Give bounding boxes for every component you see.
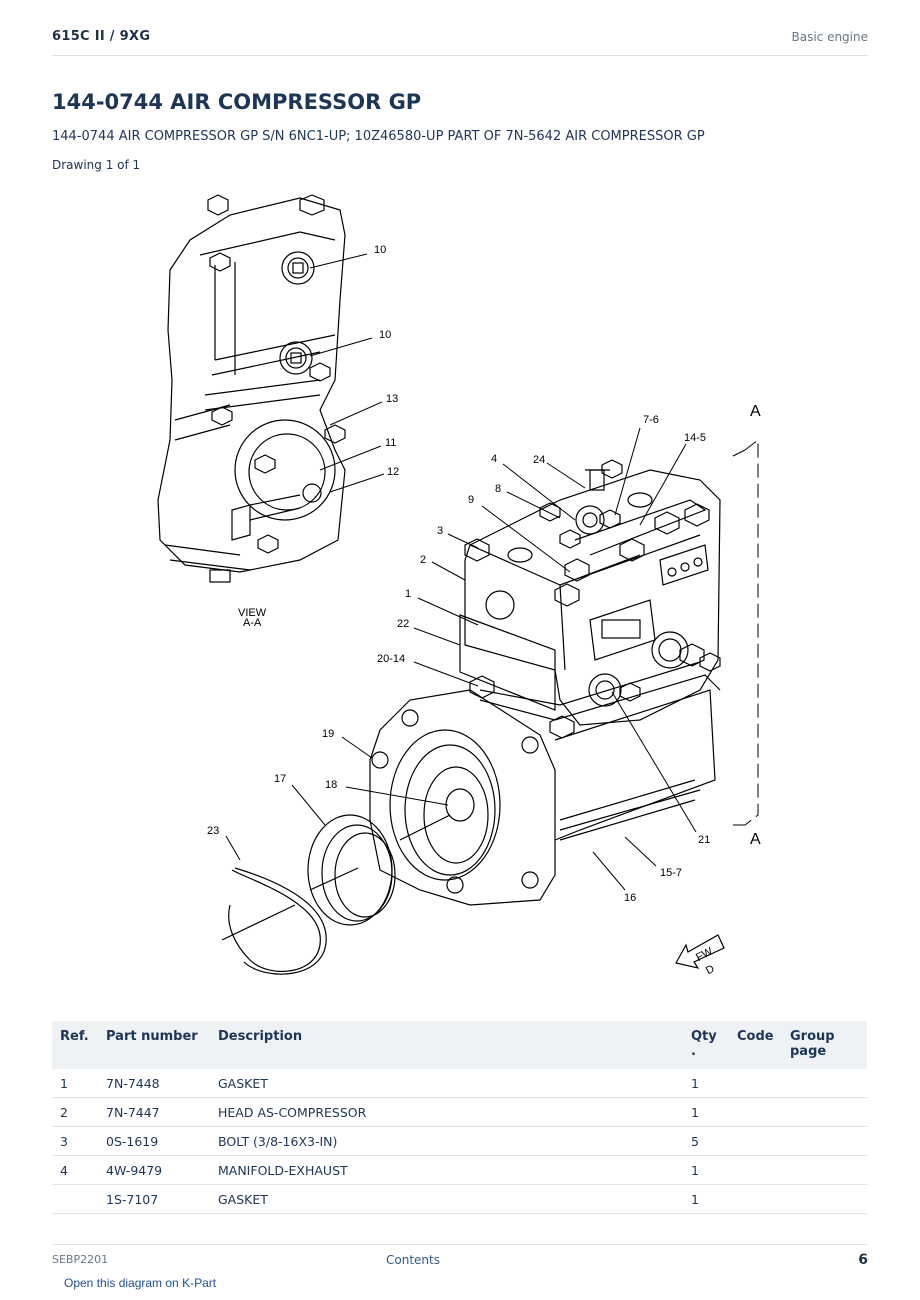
table-row: 3 0S-1619 BOLT (3/8-16X3-IN) 5 xyxy=(52,1126,867,1156)
column-header-code: Code xyxy=(729,1021,782,1069)
callout-label: 18 xyxy=(325,779,337,791)
callout-label: 2 xyxy=(420,554,426,566)
cell-group-page xyxy=(782,1126,867,1156)
cell-qty: 1 xyxy=(683,1097,729,1127)
section-mark-bottom: A xyxy=(750,831,761,848)
callout-label: 22 xyxy=(397,618,409,630)
forward-arrow-icon xyxy=(675,934,725,969)
cell-qty: 1 xyxy=(683,1069,729,1098)
table-row: 2 7N-7447 HEAD AS-COMPRESSOR 1 xyxy=(52,1097,867,1127)
column-header-qty: Qty . xyxy=(683,1021,729,1069)
cell-ref: 4 xyxy=(52,1155,98,1185)
cell-part-number: 7N-7447 xyxy=(98,1097,210,1127)
callout-label: 10 xyxy=(379,329,391,341)
callout-label: 23 xyxy=(207,825,219,837)
callout-label: 15-7 xyxy=(660,867,682,879)
column-header-part-number: Part number xyxy=(98,1021,210,1069)
cell-ref: 1 xyxy=(52,1069,98,1098)
footer-divider xyxy=(52,1244,868,1245)
page-subtitle: 144-0744 AIR COMPRESSOR GP S/N 6NC1-UP; … xyxy=(52,129,705,144)
footer-doc-id: SEBP2201 xyxy=(52,1253,109,1266)
drawing-label: Drawing 1 of 1 xyxy=(52,158,141,172)
table-header-row: Ref. Part number Description Qty . Code … xyxy=(52,1021,867,1069)
side-view-drawing xyxy=(157,194,346,583)
callout-label: 17 xyxy=(274,773,286,785)
column-header-ref: Ref. xyxy=(52,1021,98,1069)
arrow-label: D xyxy=(704,963,717,977)
header-section: Basic engine xyxy=(791,30,868,44)
callout-label: 3 xyxy=(437,525,443,537)
compressor-drawing xyxy=(221,459,721,975)
cell-part-number: 0S-1619 xyxy=(98,1126,210,1156)
column-header-group-page: Group page xyxy=(782,1021,867,1069)
cell-description: MANIFOLD-EXHAUST xyxy=(210,1155,683,1185)
parts-diagram: 10 10 13 11 12 7-6 14-5 24 4 8 9 3 2 1 2… xyxy=(157,194,761,977)
header-divider xyxy=(52,55,868,56)
parts-table: Ref. Part number Description Qty . Code … xyxy=(52,1021,867,1214)
cell-description: HEAD AS-COMPRESSOR xyxy=(210,1097,683,1127)
section-mark-top: A xyxy=(750,403,761,420)
table-row: 1S-7107 GASKET 1 xyxy=(52,1184,867,1214)
view-label: A-A xyxy=(243,617,262,629)
header-model: 615C II / 9XG xyxy=(52,29,151,44)
cell-group-page xyxy=(782,1155,867,1185)
cell-ref: 2 xyxy=(52,1097,98,1127)
cell-group-page xyxy=(782,1184,867,1214)
callout-label: 13 xyxy=(386,393,398,405)
open-in-kpart-link[interactable]: Open this diagram on K-Part xyxy=(64,1276,217,1290)
cell-part-number: 1S-7107 xyxy=(98,1184,210,1214)
cell-description: GASKET xyxy=(210,1069,683,1098)
callout-label: 19 xyxy=(322,728,334,740)
cell-code xyxy=(729,1069,782,1098)
callout-label: 16 xyxy=(624,892,636,904)
table-row: 4 4W-9479 MANIFOLD-EXHAUST 1 xyxy=(52,1155,867,1185)
callout-label: 9 xyxy=(468,494,474,506)
callout-label: 12 xyxy=(387,466,399,478)
cell-part-number: 4W-9479 xyxy=(98,1155,210,1185)
cell-code xyxy=(729,1155,782,1185)
callout-label: 1 xyxy=(405,588,411,600)
view-label: VIEW xyxy=(238,607,267,619)
leader-lines xyxy=(225,253,759,891)
cell-ref: 3 xyxy=(52,1126,98,1156)
page-title: 144-0744 AIR COMPRESSOR GP xyxy=(52,90,422,114)
cell-group-page xyxy=(782,1069,867,1098)
callout-label: 20-14 xyxy=(377,653,405,665)
cell-part-number: 7N-7448 xyxy=(98,1069,210,1098)
contents-link[interactable]: Contents xyxy=(386,1253,440,1267)
cell-code xyxy=(729,1184,782,1214)
arrow-label: FW xyxy=(694,945,715,964)
cell-qty: 1 xyxy=(683,1184,729,1214)
callout-label: 24 xyxy=(533,454,545,466)
callout-label: 4 xyxy=(491,453,497,465)
callout-label: 8 xyxy=(495,483,501,495)
cell-group-page xyxy=(782,1097,867,1127)
table-row: 1 7N-7448 GASKET 1 xyxy=(52,1069,867,1098)
column-header-description: Description xyxy=(210,1021,683,1069)
cell-description: GASKET xyxy=(210,1184,683,1214)
cell-qty: 5 xyxy=(683,1126,729,1156)
callout-label: 10 xyxy=(374,244,386,256)
callout-label: 14-5 xyxy=(684,432,706,444)
page-number: 6 xyxy=(858,1252,868,1268)
cell-qty: 1 xyxy=(683,1155,729,1185)
callout-label: 11 xyxy=(385,437,396,449)
callout-label: 21 xyxy=(698,834,710,846)
cell-description: BOLT (3/8-16X3-IN) xyxy=(210,1126,683,1156)
cell-ref xyxy=(52,1184,98,1214)
callout-label: 7-6 xyxy=(643,414,659,426)
cell-code xyxy=(729,1097,782,1127)
cell-code xyxy=(729,1126,782,1156)
callout-labels: 10 10 13 11 12 7-6 14-5 24 4 8 9 3 2 1 2… xyxy=(207,244,761,977)
